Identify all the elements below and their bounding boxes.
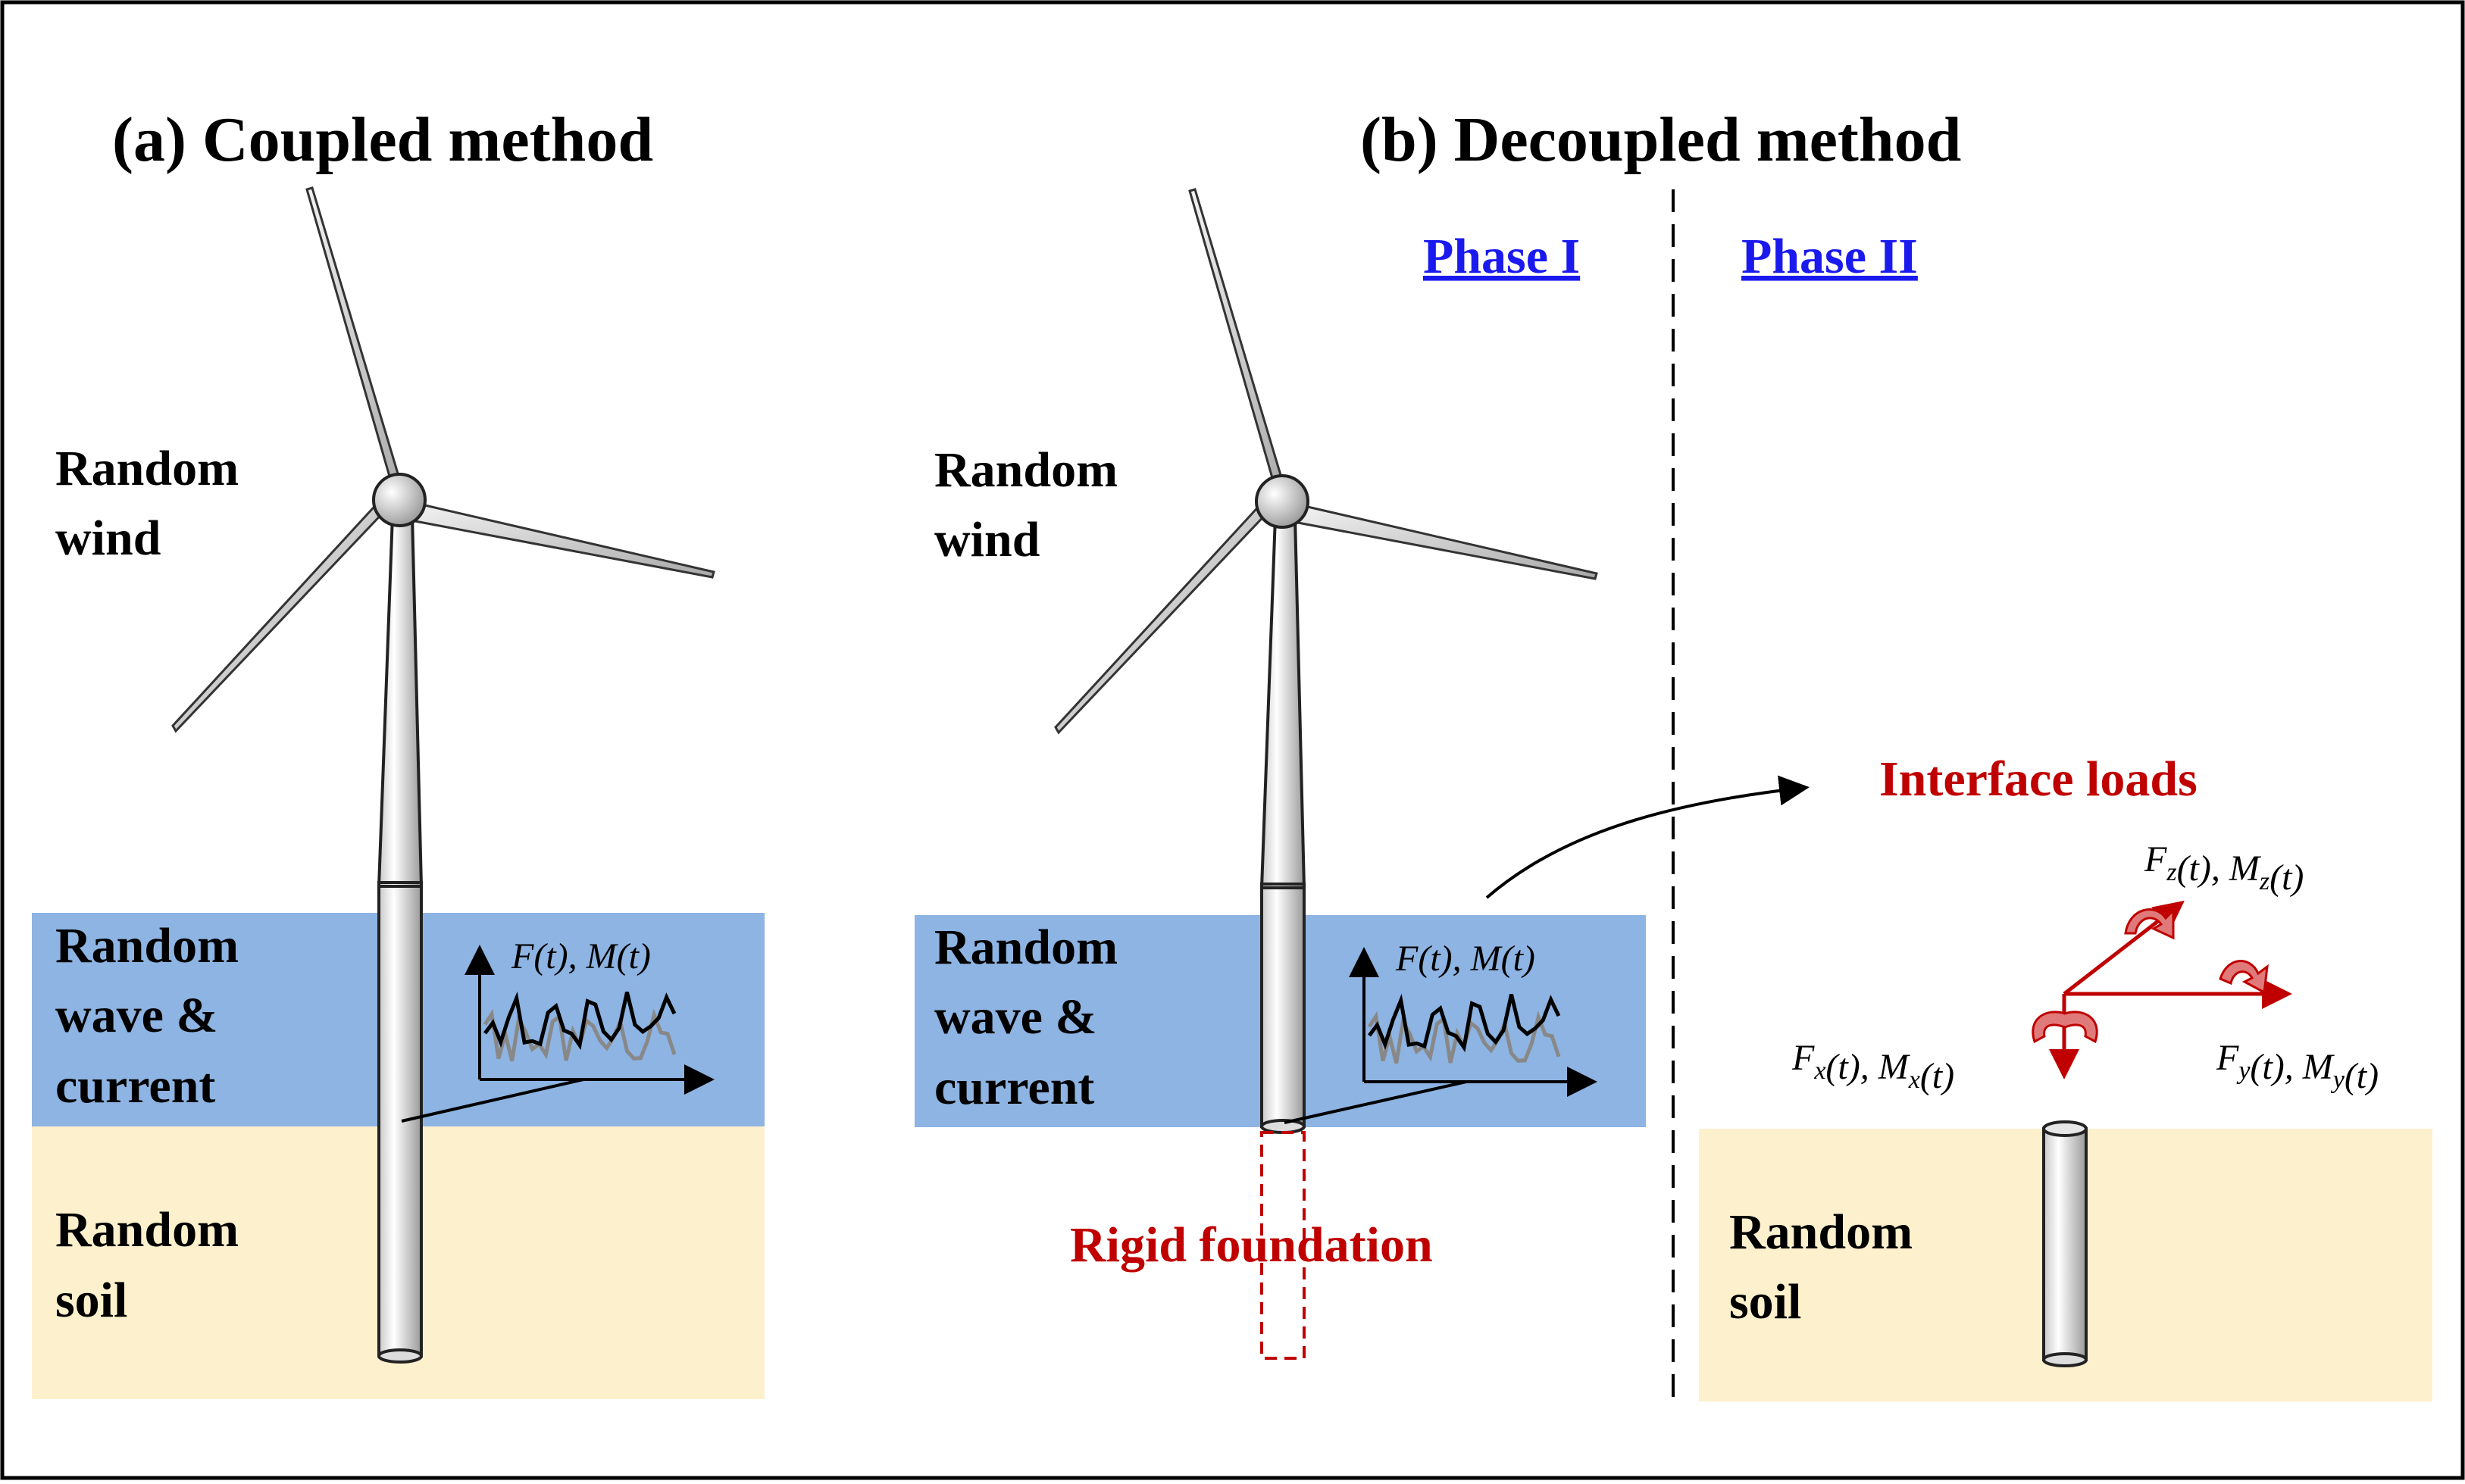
pile-tip — [377, 1348, 423, 1364]
wave-label-line1: Random — [55, 918, 239, 973]
panel-decoupled: (b) Decoupled method Phase I F(t), M(t) — [915, 105, 2432, 1401]
title-coupled: (a) Coupled method — [112, 105, 653, 175]
load-time-history-plot: F(t), M(t) — [401, 936, 715, 1123]
soil-label-line1: Random — [1729, 1204, 1913, 1260]
phase1-label: Phase I — [1423, 229, 1580, 284]
leader-line — [401, 1078, 584, 1123]
pile-head — [2042, 1120, 2088, 1137]
load-time-history-plot: F(t), M(t) — [1284, 939, 1597, 1124]
wind-label-line1: Random — [934, 442, 1118, 498]
load-label-y: Fy(t), My(t) — [2216, 1038, 2379, 1096]
phase2-label: Phase II — [1741, 229, 1918, 284]
moment-arrow-y — [2219, 960, 2269, 995]
pile-tip — [2042, 1352, 2088, 1367]
rigid-foundation-label: Rigid foundation — [1070, 1217, 1433, 1273]
pile — [2042, 1127, 2088, 1361]
load-label-x: Fx(t), Mx(t) — [1791, 1038, 1954, 1096]
load-signal-label: F(t), M(t) — [511, 936, 651, 976]
leader-line — [1284, 1080, 1467, 1124]
wind-label-line1: Random — [55, 441, 239, 496]
interface-loads-label: Interface loads — [1879, 751, 2198, 807]
wave-label-line2: wave & — [934, 989, 1096, 1045]
panel-coupled: F(t), M(t) (a) Coupled method Random win… — [32, 105, 765, 1399]
load-label-z: Fz(t), Mz(t) — [2144, 839, 2304, 898]
interface-load-axes — [2032, 900, 2292, 1079]
rotor-hub — [372, 473, 427, 527]
soil-label-line1: Random — [55, 1202, 239, 1257]
title-decoupled: (b) Decoupled method — [1360, 105, 1961, 175]
phase-1: Phase I F(t), M(t) Random wind Ra — [915, 188, 1646, 1360]
monopile-above-mudline — [1260, 883, 1306, 1128]
moment-arrow-z — [2124, 908, 2175, 940]
soil-label-line2: soil — [55, 1273, 127, 1328]
wave-label-line1: Random — [934, 920, 1118, 975]
wind-label-line2: wind — [934, 512, 1040, 567]
rotor-hub — [1255, 474, 1309, 529]
rigid-foundation-outline — [1260, 1131, 1306, 1360]
wind-label-line2: wind — [55, 511, 161, 566]
wave-label-line2: wave & — [55, 988, 217, 1043]
moment-arrow-x — [2032, 1011, 2098, 1044]
wave-label-line3: current — [934, 1060, 1094, 1115]
soil-label-line2: soil — [1729, 1274, 1801, 1329]
phase-2: Phase II Interface loads Fz(t), Mz(t) Fx… — [1699, 229, 2432, 1401]
load-signal-black — [483, 991, 677, 1050]
load-signal-black — [1368, 993, 1561, 1052]
pile-cut — [1260, 1119, 1306, 1134]
transfer-arrow — [1485, 775, 1810, 899]
load-signal-label: F(t), M(t) — [1395, 939, 1535, 979]
wave-label-line3: current — [55, 1058, 215, 1114]
